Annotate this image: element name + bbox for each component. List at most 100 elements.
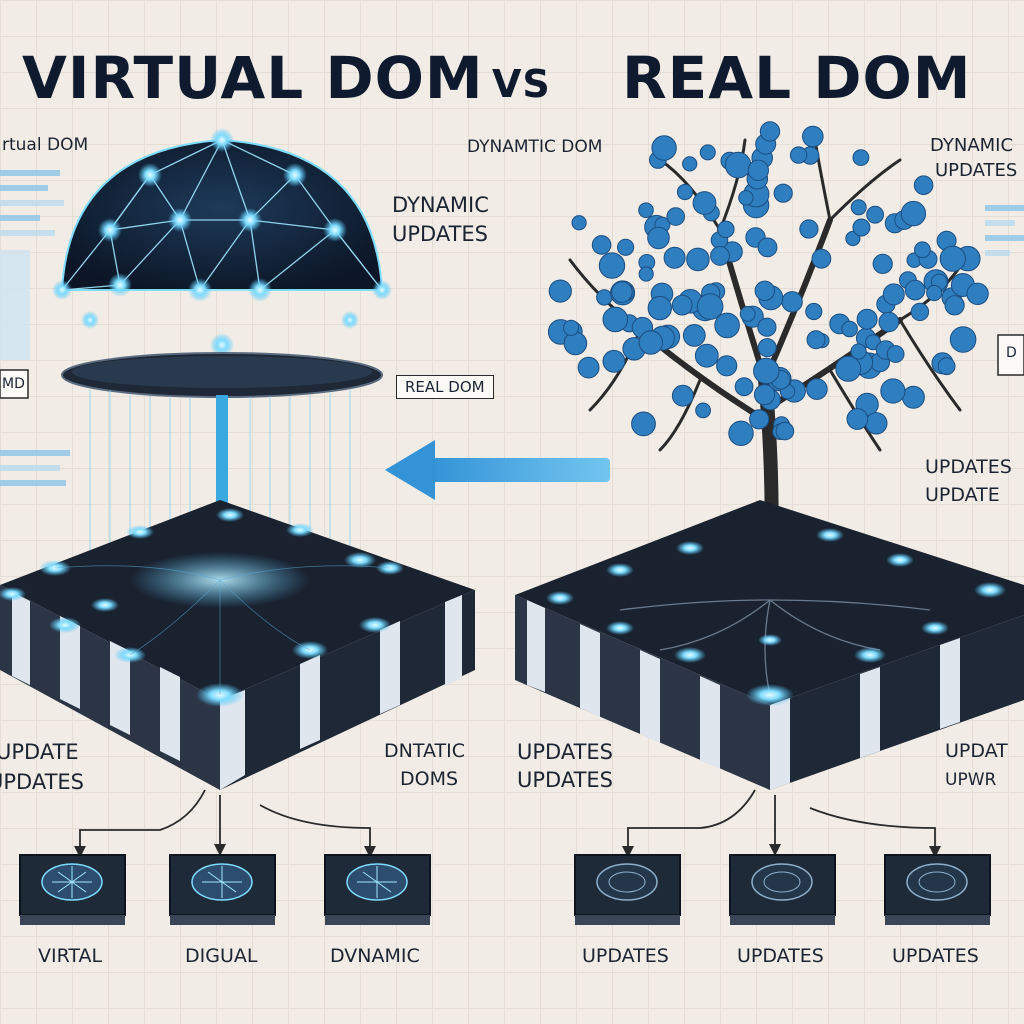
tree-leaf [638,202,654,218]
tree-leaf [886,345,905,363]
tree-leaf [773,183,793,203]
label-md-left: MD [2,376,25,392]
tree-leaf [717,220,735,239]
tree-leaf [846,408,869,430]
tree-leaf [724,151,752,179]
tree-leaf [676,183,694,201]
bottom-connectors-left [79,789,371,850]
left-edge-bars [0,170,70,486]
tree-leaf [577,356,600,379]
tree-leaf [850,199,867,216]
arrow-left [385,440,610,500]
tree-leaf [647,226,670,250]
tree-leaf [686,247,710,272]
tree-leaf [747,159,769,182]
label-updates-left: UPDATES [392,222,488,246]
label-updates-right: UPDATES [935,160,1018,181]
tree-leaf [682,156,698,172]
caption-digual: DIGUAL [185,945,258,967]
tree-leaf [872,253,893,274]
tree-leaf [696,293,724,320]
tree-leaf [571,215,587,231]
page-title: VIRTUAL DOM VS REAL DOM [0,38,1024,128]
tree-leaf [710,246,730,266]
label-dntatic: DNTATIC [384,740,465,762]
label-updates-left-bottom: UPDATES [0,770,84,794]
label-real-dom-box: REAL DOM [396,375,494,399]
tree-leaf [802,125,824,148]
tree-leaf [753,357,780,385]
tree-leaf [811,248,832,269]
tree-leaf [617,238,635,256]
tree-leaf [939,245,966,272]
tree-leaf [806,378,828,400]
tree-leaf [775,421,795,441]
tree-leaf [806,330,826,350]
tree-leaf [749,409,770,430]
tree-leaf [856,308,878,330]
tree-leaf [602,349,626,373]
tree-leaf [598,252,626,279]
tree-leaf [694,343,719,368]
tree-leaf [966,282,989,305]
tree-leaf [728,420,754,446]
virtual-dom-platform [0,500,475,790]
tree-leaf [631,411,656,437]
tree-leaf [602,306,629,333]
right-edge-bars [985,205,1024,256]
tree-leaf [882,283,905,306]
caption-updates-1: UPDATES [582,945,669,967]
real-dom-platform [515,500,1024,790]
tree-leaf [714,312,740,339]
caption-updates-2: UPDATES [737,945,824,967]
tree-leaf [901,385,925,409]
tree-leaf [738,190,754,206]
tree-leaf [757,237,778,258]
tree-leaf [695,402,711,419]
label-virtual-dom-side: rtual DOM [2,135,89,155]
tree-leaf [596,289,613,306]
tree-leaf [611,281,633,303]
tree-leaf [910,302,930,322]
tree-leaf [878,311,900,333]
tree-leaf [904,279,926,301]
tree-leaf [757,317,777,337]
virtual-dom-dome [52,128,392,620]
tree-leaf [739,306,756,322]
tree-leaf [671,294,693,316]
title-virtual-dom: VIRTUAL DOM [22,44,484,112]
caption-dvnamic: DVNAMIC [330,945,420,967]
tree-leaf [937,357,956,376]
tree-leaf [805,302,823,321]
tree-leaf [638,266,654,282]
tree-leaf [671,384,694,407]
label-dynamic-dom-top: DYNAMTIC DOM [467,137,603,157]
tree-leaf [663,246,686,269]
bottom-boxes-left [19,854,431,925]
label-updates-center-2: UPDATES [517,768,613,792]
label-d-right: D [1006,345,1017,361]
label-updates-center-1: UPDATES [517,740,613,764]
tree-leaf [781,291,803,313]
tree-leaf [734,377,754,397]
tree-leaf [563,319,580,336]
tree-leaf [699,144,716,161]
bottom-boxes-right [574,854,991,925]
tree-leaf [850,343,867,360]
tree-leaf [841,320,858,338]
tree-leaf [852,149,870,167]
tree-leaf [692,191,717,215]
tree-leaf [666,207,686,226]
tree-leaf [944,295,965,316]
label-update-right-mid: UPDATE [925,484,1000,506]
tree-leaf [716,355,738,377]
label-updat-right: UPDAT [945,740,1008,762]
tree-leaf [880,378,906,404]
tree-leaf [548,279,572,303]
title-real-dom: REAL DOM [622,44,972,112]
bottom-connectors-right [627,789,936,850]
tree-leaf [754,280,775,301]
tree-leaf [926,284,943,302]
tree-leaf [753,384,776,406]
